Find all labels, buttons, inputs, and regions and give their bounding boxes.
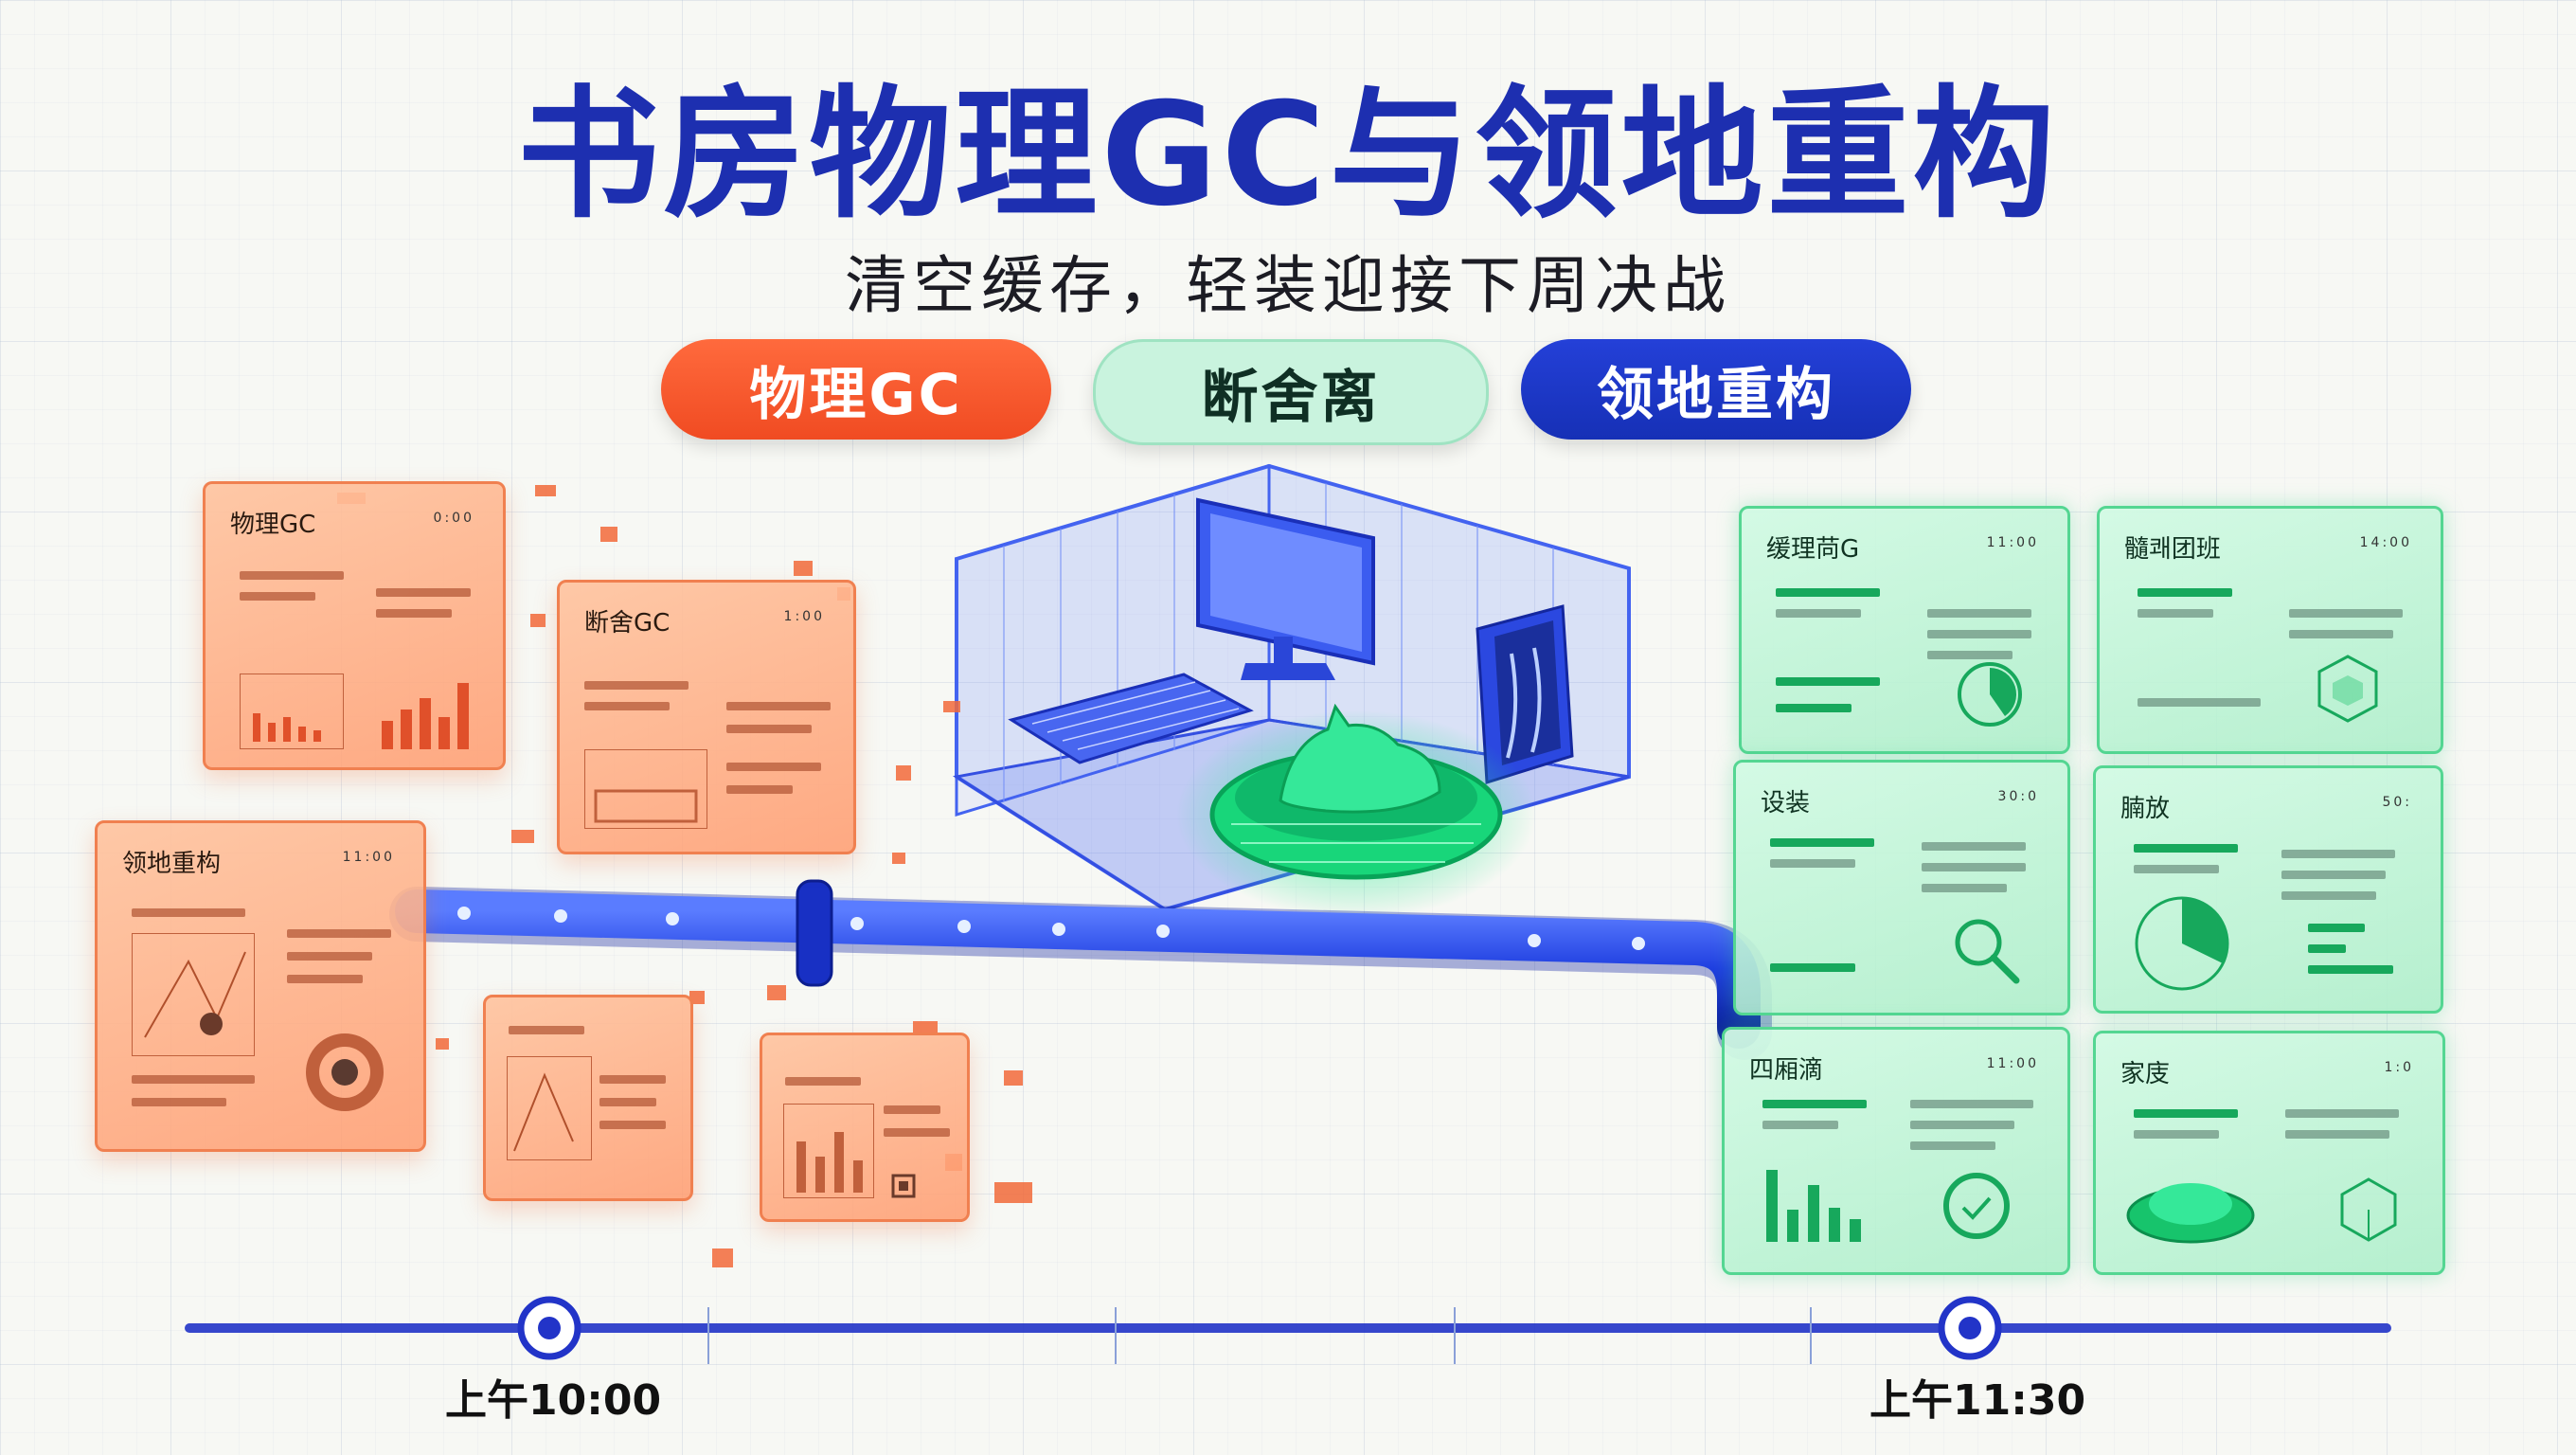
pie-chart-icon — [1958, 662, 2022, 727]
cabinet-icon — [1476, 604, 1574, 785]
page-title: 书房物理GC与领地重构 — [517, 73, 2059, 238]
card-label: 四厢滴 — [1749, 1056, 1824, 1085]
pie-chart-icon — [2135, 896, 2229, 991]
keyboard-icon — [1008, 673, 1254, 764]
card-label: 设装 — [1761, 789, 1811, 817]
magnifier-icon — [1955, 919, 2020, 984]
sketch-icon — [132, 933, 255, 1056]
card-time: 0:00 — [433, 511, 474, 526]
bar-chart-icon — [1766, 1170, 1861, 1242]
cat-icon — [1279, 703, 1441, 814]
cube-icon — [2340, 1177, 2397, 1242]
card-label: 领地重构 — [122, 850, 222, 878]
bar-chart-icon — [783, 1104, 874, 1198]
timeline-end-label: 上午11:30 — [1869, 1376, 2086, 1425]
square-icon — [891, 1174, 916, 1198]
left-card-4[interactable] — [483, 995, 693, 1201]
left-card-2[interactable]: 断舍GC 1:00 — [557, 580, 856, 854]
left-card-3[interactable]: 领地重构 11:00 — [95, 820, 426, 1152]
right-card-4[interactable]: 腩放 50: — [2093, 765, 2443, 1014]
cat-bed-icon — [1176, 703, 1536, 919]
right-card-6[interactable]: 家庋 1:0 — [2093, 1031, 2445, 1275]
card-label: 家庋 — [2120, 1060, 2171, 1088]
timeline — [185, 1296, 2391, 1364]
card-time: 11:00 — [1986, 535, 2039, 550]
card-time: 11:00 — [1986, 1056, 2039, 1071]
right-card-5[interactable]: 四厢滴 11:00 — [1722, 1027, 2070, 1275]
bar-chart-icon — [382, 683, 469, 749]
tag-declutter[interactable]: 断舍离 — [1093, 339, 1489, 445]
card-label: 断舍GC — [584, 609, 671, 638]
window-icon — [584, 749, 707, 829]
timeline-start-label: 上午10:00 — [445, 1376, 662, 1425]
card-time: 14:00 — [2359, 535, 2412, 550]
tag-territory-rebuild[interactable]: 领地重构 — [1521, 339, 1911, 440]
card-time: 1:00 — [783, 609, 825, 624]
tag-physical-gc[interactable]: 物理GC — [661, 339, 1051, 440]
card-time: 50: — [2382, 795, 2412, 810]
cat-bed-icon — [2126, 1183, 2255, 1244]
cube-icon — [2317, 655, 2378, 723]
card-time: 11:00 — [342, 850, 395, 865]
check-circle-icon — [1943, 1173, 2010, 1239]
page-subtitle: 清空缓存，轻装迎接下周决战 — [845, 249, 1731, 322]
right-card-1[interactable]: 缓理苘G 11:00 — [1739, 506, 2070, 754]
right-card-3[interactable]: 设装 30:0 — [1733, 760, 2070, 1015]
card-label: 物理GC — [230, 511, 316, 539]
right-card-2[interactable]: 髓쾌团班 14:00 — [2097, 506, 2443, 754]
card-label: 腩放 — [2120, 795, 2171, 823]
sketch-icon — [507, 1056, 592, 1160]
bar-chart-icon — [240, 674, 344, 749]
left-card-5[interactable] — [760, 1033, 970, 1222]
timeline-marker-end — [1938, 1296, 2002, 1360]
left-card-1[interactable]: 物理GC 0:00 — [203, 481, 506, 770]
card-time: 30:0 — [1997, 789, 2039, 804]
donut-chart-icon — [306, 1033, 384, 1111]
monitor-icon — [1196, 497, 1375, 680]
card-label: 髓쾌团班 — [2124, 535, 2221, 564]
timeline-marker-start — [517, 1296, 581, 1360]
card-time: 1:0 — [2384, 1060, 2414, 1075]
card-label: 缓理苘G — [1766, 535, 1860, 564]
